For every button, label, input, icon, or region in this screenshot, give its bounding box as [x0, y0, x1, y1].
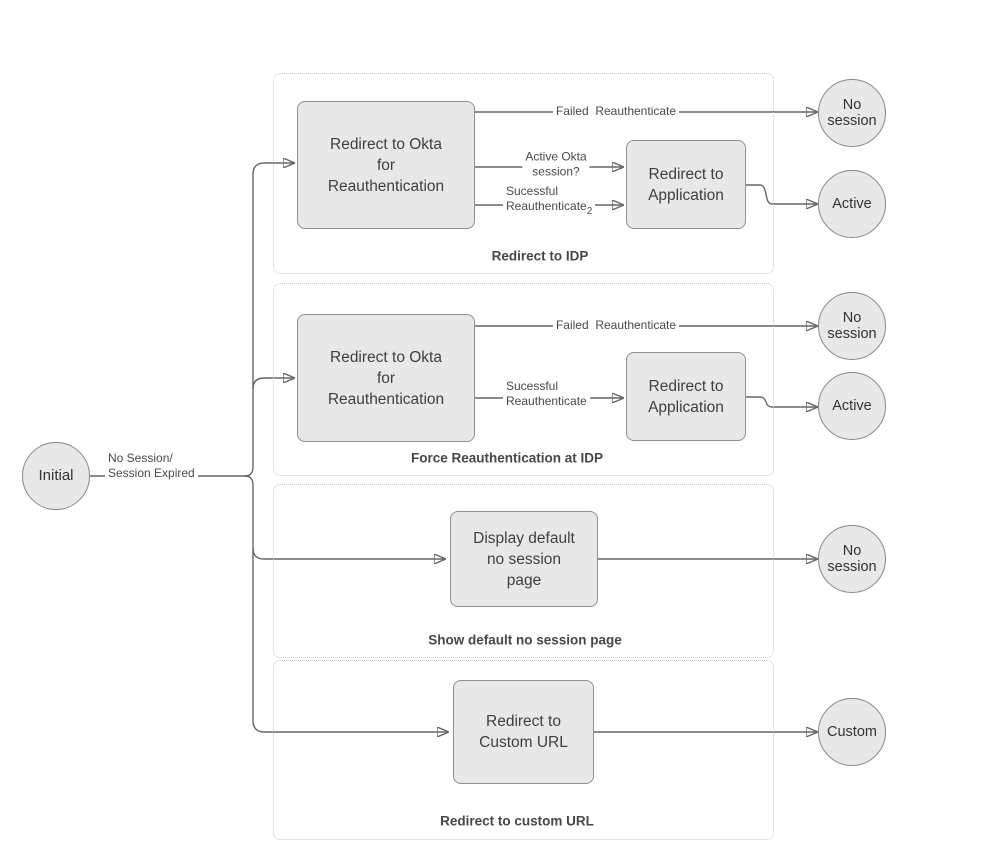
state-no-session-1: No session [818, 79, 886, 147]
group-caption-redirect-to-idp: Redirect to IDP [491, 248, 589, 264]
node-redirect-okta-reauth-2: Redirect to Okta for Reauthentication [297, 314, 475, 442]
edge-branch-to-redirect-idp [243, 163, 294, 477]
group-caption-show-default: Show default no session page [428, 632, 622, 648]
group-force-reauthentication-at-idp [273, 283, 774, 476]
node-label: Redirect to Okta for Reauthentication [327, 348, 445, 408]
node-label: Redirect to Application [648, 377, 724, 416]
state-label: Active [832, 398, 872, 414]
state-label: Active [832, 196, 872, 212]
edge-g2-app-to-active [746, 396, 817, 407]
node-redirect-application-1: Redirect to Application [626, 140, 746, 229]
state-initial: Initial [22, 442, 90, 510]
node-redirect-to-custom-url: Redirect to Custom URL [453, 680, 594, 784]
state-label: No session [827, 97, 877, 129]
edge-label-text: Sucessful Reauthenticate [506, 184, 587, 213]
edge-label-failed-reauthenticate-1: Failed Reauthenticate [552, 102, 680, 120]
edge-branch-to-force-reauth [252, 378, 294, 390]
group-caption-force-reauthentication: Force Reauthentication at IDP [410, 450, 604, 466]
edge-label-failed-reauthenticate-2: Failed Reauthenticate [552, 316, 680, 334]
edge-label-successful-reauthenticate-2: Sucessful Reauthenticate [503, 378, 590, 409]
node-label: Redirect to Okta for Reauthentication [327, 135, 445, 195]
state-custom: Custom [818, 698, 886, 766]
state-no-session-3: No session [818, 525, 886, 593]
edge-branch-to-custom-url [243, 475, 448, 732]
node-display-default-no-session-page: Display default no session page [450, 511, 598, 607]
edge-label-no-session-expired: No Session/ Session Expired [105, 450, 198, 481]
group-redirect-to-custom-url [273, 660, 774, 840]
node-label: Redirect to Application [648, 165, 724, 204]
edge-branch-to-default-page [252, 547, 445, 559]
group-show-default-no-session-page [273, 484, 774, 658]
state-label: Custom [827, 724, 877, 740]
node-label: Display default no session page [473, 529, 575, 589]
edge-label-successful-reauthenticate-1: Sucessful Reauthenticate2 [503, 183, 596, 220]
node-redirect-application-2: Redirect to Application [626, 352, 746, 441]
group-redirect-to-idp [273, 73, 774, 274]
state-initial-label: Initial [38, 467, 74, 484]
edge-g1-app-to-active [746, 184, 817, 204]
edge-label-active-okta-session: Active Okta session? [522, 148, 590, 180]
state-active-1: Active [818, 170, 886, 238]
node-redirect-okta-reauth-1: Redirect to Okta for Reauthentication [297, 101, 475, 229]
node-label: Redirect to Custom URL [479, 713, 568, 751]
state-active-2: Active [818, 372, 886, 440]
edge-label-subscript: 2 [586, 205, 593, 217]
group-caption-redirect-custom: Redirect to custom URL [440, 813, 594, 829]
state-label: No session [827, 543, 877, 575]
state-no-session-2: No session [818, 292, 886, 360]
state-label: No session [827, 310, 877, 342]
